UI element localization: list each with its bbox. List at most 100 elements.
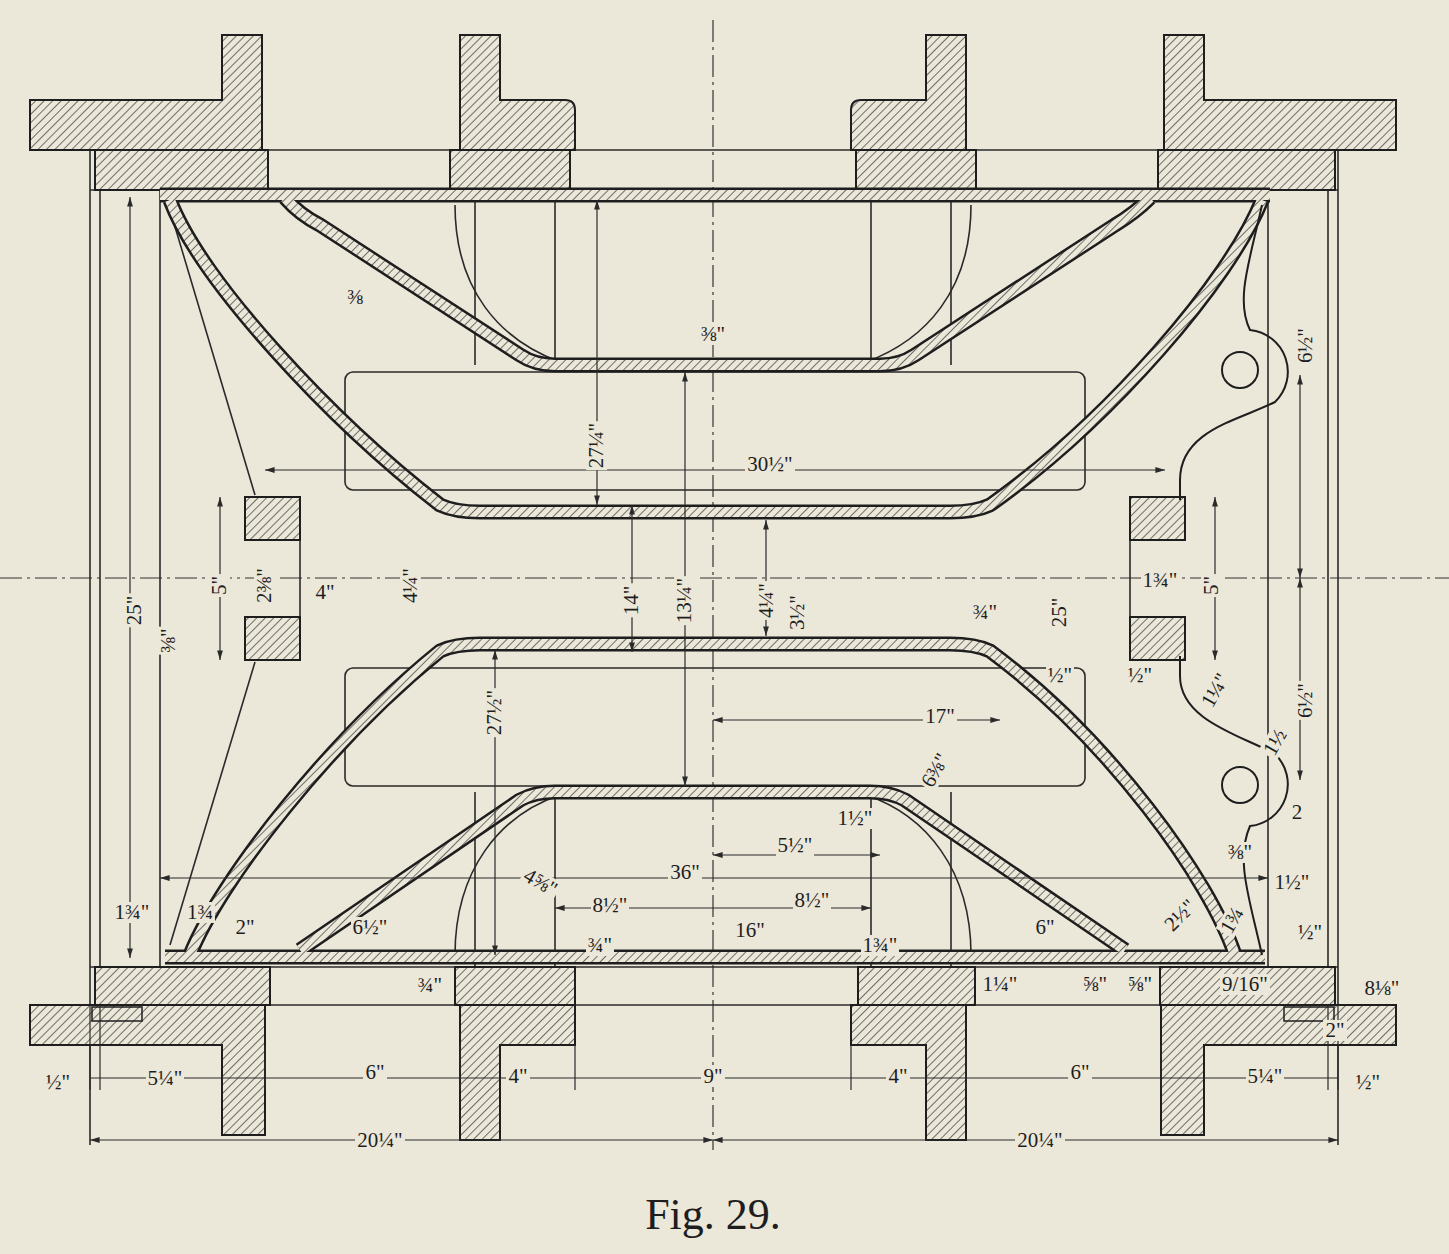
dimension-label: 3½"	[786, 593, 807, 632]
frame-lines	[90, 150, 1338, 1145]
flange-seat	[95, 150, 268, 190]
casting-wall-fill	[165, 952, 1265, 962]
frame-line	[90, 1004, 1338, 1006]
flange	[30, 1005, 265, 1135]
dimension-label: 6½"	[1294, 681, 1315, 720]
dimension-label: 4⅝"	[518, 863, 562, 901]
lugs	[1180, 205, 1288, 955]
dimension-label: ¾"	[586, 935, 614, 956]
dimension-label: 30½"	[745, 454, 794, 475]
dimension-label: ¾"	[971, 602, 999, 623]
dimension-label: 16"	[733, 920, 767, 941]
dimension-label: 1½"	[836, 808, 875, 829]
dimension-line	[1299, 578, 1300, 780]
dimension-label: 1¼"	[981, 974, 1020, 995]
dimension-label: 2⅜"	[253, 566, 274, 605]
frame-line	[89, 150, 91, 1145]
dimension-label: 27½"	[484, 687, 505, 736]
flange-seat	[1160, 967, 1335, 1005]
lug-outline	[1180, 205, 1288, 500]
port-arc	[866, 205, 971, 362]
extension-line	[965, 1045, 966, 1090]
dimension-label: 5¼"	[146, 1068, 185, 1089]
dimension-line	[1299, 375, 1300, 578]
dimension-label: 4"	[506, 1066, 529, 1087]
extension-line	[1160, 1045, 1161, 1090]
dimension-label: 5"	[1201, 573, 1222, 596]
dimension-label: 6"	[363, 1062, 386, 1083]
bolts	[92, 1007, 1334, 1021]
dimension-label: 6"	[1033, 917, 1056, 938]
frame-line	[1327, 190, 1329, 967]
dimension-label: 8½"	[591, 895, 630, 916]
hub	[245, 617, 300, 660]
dimension-label: ⅝"	[1081, 974, 1109, 995]
dimension-label: 2"	[233, 917, 256, 938]
dimension-label: 20¼"	[1015, 1130, 1064, 1151]
dimension-lines	[90, 197, 1338, 1140]
passage-outline	[345, 372, 1085, 490]
dimension-label: 6⅜"	[916, 748, 954, 792]
dimension-label: ⅜"	[699, 324, 727, 345]
dimension-label: 36"	[668, 862, 702, 883]
extension-line	[574, 1045, 575, 1090]
dimension-label: 4¼"	[399, 566, 420, 605]
flanges	[30, 35, 1396, 1140]
casting-wall	[165, 950, 1265, 965]
extension-line	[99, 1005, 100, 1090]
frame-line	[474, 792, 476, 967]
rib-line	[170, 210, 255, 495]
dimension-label: 4"	[886, 1066, 909, 1087]
dimension-label: 9"	[701, 1066, 724, 1087]
dimension-label: ½"	[1046, 665, 1074, 686]
casting-wall	[300, 792, 1125, 950]
dimension-label: 1¾	[1215, 902, 1248, 939]
dimension-label: 2"	[1323, 1020, 1346, 1041]
hub	[1130, 497, 1185, 540]
dimension-label: ⅜"	[1226, 842, 1254, 863]
flange	[460, 35, 575, 150]
dimension-label: 4"	[313, 582, 336, 603]
casting-wall-fill	[160, 190, 1270, 200]
frame-line	[1337, 150, 1339, 1145]
hub	[245, 497, 300, 540]
dimension-label: 25"	[124, 593, 145, 627]
rib-line	[170, 662, 255, 945]
pin-hole	[1222, 767, 1258, 803]
dimension-label: 2	[1290, 802, 1305, 823]
dimension-label: 1¾"	[1141, 570, 1180, 591]
extension-line	[89, 1005, 90, 1090]
dimension-label: 4¼"	[755, 581, 776, 620]
dimension-label: 1½	[1258, 724, 1291, 761]
flange-seat	[455, 967, 575, 1005]
dimension-label: ⅝"	[1126, 974, 1154, 995]
frame-line	[554, 190, 556, 365]
dimension-label: 1¾"	[861, 935, 900, 956]
dimension-label: 6"	[1068, 1062, 1091, 1083]
dimension-label: 27¼"	[586, 420, 607, 469]
dimension-line	[160, 877, 1268, 878]
dimension-label: 8½"	[793, 890, 832, 911]
casting-wall-fill	[170, 200, 1262, 512]
extension-line	[1327, 1005, 1328, 1090]
casting-walls	[160, 195, 1270, 957]
extension-line	[1337, 1005, 1338, 1090]
flange	[460, 1005, 575, 1140]
dimension-label: 17"	[923, 706, 957, 727]
frame-line	[90, 149, 1338, 151]
flange	[851, 35, 966, 150]
dimension-label: ¾"	[416, 975, 444, 996]
dimension-label: 25"	[1049, 595, 1070, 629]
dimension-label: ½"	[1296, 922, 1324, 943]
dimension-label: 6½"	[1294, 326, 1315, 365]
casting-wall-fill	[285, 198, 1150, 365]
dimension-label: ⅜	[345, 287, 365, 308]
dimension-label: 9/16"	[1220, 974, 1270, 995]
frame-line	[1267, 190, 1269, 967]
frame-line	[870, 190, 872, 365]
dimension-label: 6½"	[351, 917, 390, 938]
pin-hole	[1222, 352, 1258, 388]
flange	[851, 1005, 966, 1140]
dimension-label: ½"	[1354, 1072, 1382, 1093]
